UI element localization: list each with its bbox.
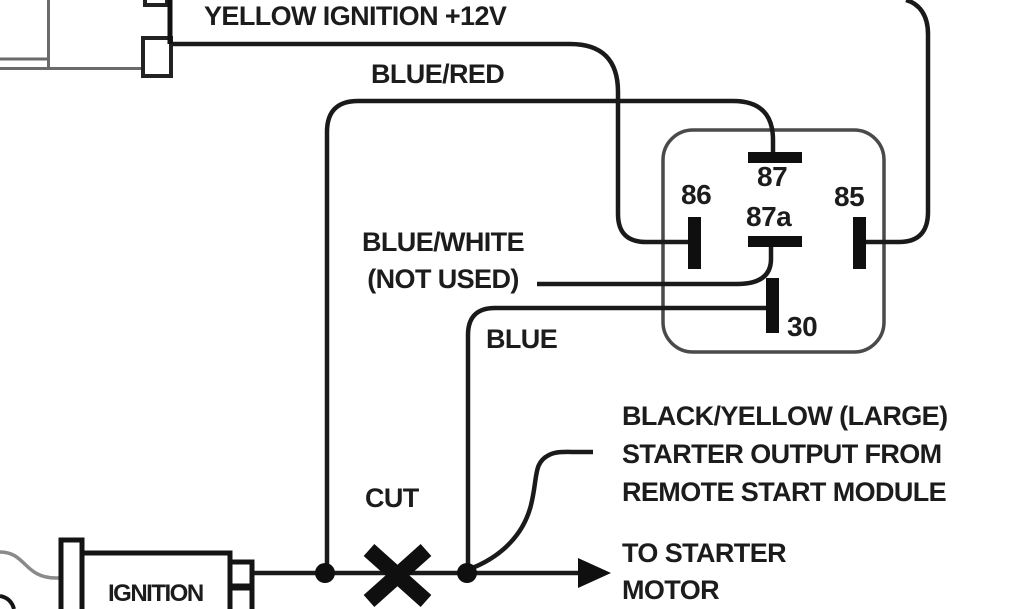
label-not-used: (NOT USED): [367, 264, 519, 294]
wire-blue-red: [324, 98, 776, 568]
wire-to-pin85: [866, 0, 931, 245]
annotation-to-starter: TO STARTER MOTOR: [622, 535, 787, 609]
relay-pin-label-85: 85: [834, 181, 865, 212]
label-blue-red: BLUE/RED: [371, 59, 505, 89]
label-blue-white: BLUE/WHITE: [362, 227, 525, 257]
label-yellow-ignition: YELLOW IGNITION +12V: [204, 1, 507, 31]
ignition-pin-tab-2: [227, 585, 255, 609]
junction-dot-blue: [457, 563, 477, 583]
ignition-wire-curve: [0, 550, 61, 580]
junction-dot-blue-red: [315, 563, 335, 583]
annotation-to-starter-line1: TO STARTER: [622, 538, 787, 568]
relay-pin-label-87a: 87a: [746, 201, 792, 232]
relay-pin-label-30: 30: [787, 311, 818, 342]
relay-pin86-bar: [688, 217, 701, 269]
wire-blue-white: [537, 247, 774, 287]
starter-arrowhead-icon: [578, 558, 611, 588]
annotation-to-starter-line2: MOTOR: [622, 575, 720, 605]
relay-pin-label-87: 87: [757, 161, 788, 192]
cut-x-icon: [363, 544, 432, 607]
wire-yellow-ignition: [172, 41, 688, 245]
relay-pin-label-86: 86: [681, 179, 712, 210]
corner-wire-arc: [0, 594, 16, 609]
module-pin-tab: [141, 36, 173, 78]
relay-pin85-bar: [853, 217, 866, 269]
relay-pin87-bar: [748, 152, 802, 163]
label-blue-white-block: BLUE/WHITE (NOT USED): [348, 224, 538, 298]
annotation-starter-output: BLACK/YELLOW (LARGE) STARTER OUTPUT FROM…: [622, 397, 948, 511]
module-pin-tab-top: [143, 0, 169, 7]
module-edge-lines: [0, 0, 143, 70]
label-blue: BLUE: [486, 324, 558, 354]
wire-black-yellow: [466, 449, 593, 573]
relay-pin30-bar: [766, 278, 779, 333]
ignition-connector-left: [58, 537, 85, 609]
label-cut: CUT: [365, 483, 419, 513]
ignition-pin-tab-1: [227, 559, 255, 589]
annotation-starter-output-line3: REMOTE START MODULE: [622, 477, 947, 507]
wire-blue: [465, 305, 766, 568]
ignition-switch-label: IGNITION: [108, 580, 204, 607]
annotation-starter-output-line2: STARTER OUTPUT FROM: [622, 439, 942, 469]
annotation-starter-output-line1: BLACK/YELLOW (LARGE): [622, 401, 948, 431]
relay-pin87a-bar: [748, 236, 802, 247]
